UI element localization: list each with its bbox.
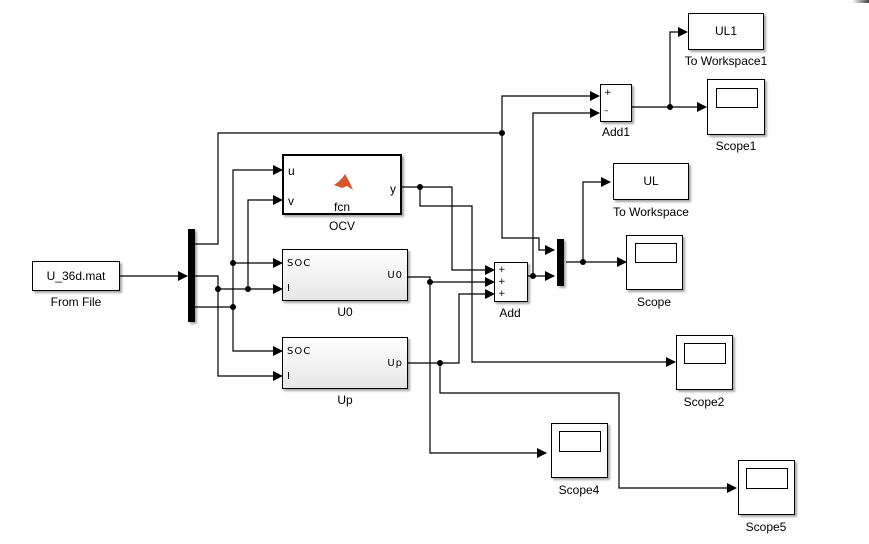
line-up-add — [440, 289, 495, 364]
scope2-label: Scope2 — [683, 395, 725, 409]
line-mux-top — [194, 91, 600, 245]
add1-block[interactable]: + – — [600, 84, 632, 122]
add1-label: Add1 — [601, 125, 631, 139]
scope4-block[interactable] — [551, 423, 608, 478]
to-workspace-label: To Workspace — [613, 205, 689, 219]
add-label: Add — [499, 306, 521, 320]
scope2-screen-icon — [684, 343, 726, 364]
matlab-logo-icon — [334, 174, 353, 190]
add-block[interactable]: + + + — [494, 262, 528, 302]
from-file-label: From File — [50, 295, 102, 309]
line-ocv-y-scope2 — [419, 187, 676, 367]
branch-points — [215, 104, 673, 366]
to-workspace1-label: To Workspace1 — [684, 54, 768, 68]
line-add1-tows1 — [669, 27, 688, 107]
line-soc-up — [232, 307, 283, 356]
to-workspace-block[interactable]: UL — [613, 163, 689, 200]
from-file-text: U_36d.mat — [46, 269, 106, 283]
up-input-i: I — [287, 371, 291, 382]
scope5-label: Scope5 — [745, 520, 787, 534]
line-i-ocv-v — [247, 195, 283, 289]
mux-block[interactable] — [188, 229, 195, 322]
ocv-output-y: y — [390, 182, 396, 196]
to-workspace1-block[interactable]: UL1 — [688, 13, 764, 50]
ocv-input-u: u — [288, 164, 295, 178]
up-input-soc: SOC — [287, 346, 312, 357]
line-soc-ocv-u — [232, 165, 283, 307]
scope-label: Scope — [636, 295, 672, 309]
line-add-add1 — [532, 108, 600, 276]
add-sign-1: + — [498, 265, 506, 275]
add-sign-3: + — [498, 289, 506, 299]
ocv-input-v: v — [288, 194, 294, 208]
line-u0-out — [408, 276, 547, 458]
scope1-label: Scope1 — [715, 139, 757, 153]
scope5-block[interactable] — [738, 460, 795, 515]
corner-shadow — [852, 0, 869, 3]
u0-label: U0 — [337, 305, 353, 319]
up-output: Up — [387, 358, 403, 369]
u0-output: U0 — [387, 270, 403, 281]
line-i-up — [217, 289, 283, 381]
ocv-label: OCV — [328, 219, 356, 233]
scope-screen-icon — [635, 243, 677, 263]
up-label: Up — [337, 393, 353, 407]
ocv-function-block[interactable]: u v y fcn — [282, 154, 402, 215]
scope1-block[interactable] — [707, 79, 765, 135]
scope1-screen-icon — [716, 88, 758, 108]
line-up-out — [408, 362, 737, 493]
add1-sign-plus: + — [604, 88, 612, 98]
to-workspace-var: UL — [643, 174, 659, 188]
u0-input-soc: SOC — [287, 258, 312, 269]
u0-input-i: I — [287, 283, 291, 294]
line-mux2-tows — [582, 177, 611, 262]
to-workspace1-var: UL1 — [714, 24, 737, 38]
u0-subsystem-block[interactable]: SOC I U0 — [282, 249, 408, 301]
scope2-block[interactable] — [676, 335, 733, 390]
mux2-block[interactable] — [557, 239, 564, 286]
add-sign-2: + — [498, 277, 506, 287]
scope4-screen-icon — [559, 431, 601, 452]
line-branch-mux2-in1 — [501, 133, 555, 255]
line-mux-mid — [194, 275, 219, 291]
up-subsystem-block[interactable]: SOC I Up — [282, 337, 408, 389]
from-file-block[interactable]: U_36d.mat — [32, 261, 120, 291]
scope5-screen-icon — [746, 468, 788, 489]
add1-sign-minus: – — [604, 106, 609, 116]
ocv-function-name: fcn — [333, 200, 350, 214]
scope4-label: Scope4 — [558, 483, 600, 497]
scope-block[interactable] — [626, 235, 683, 290]
line-ocv-y — [402, 186, 495, 275]
